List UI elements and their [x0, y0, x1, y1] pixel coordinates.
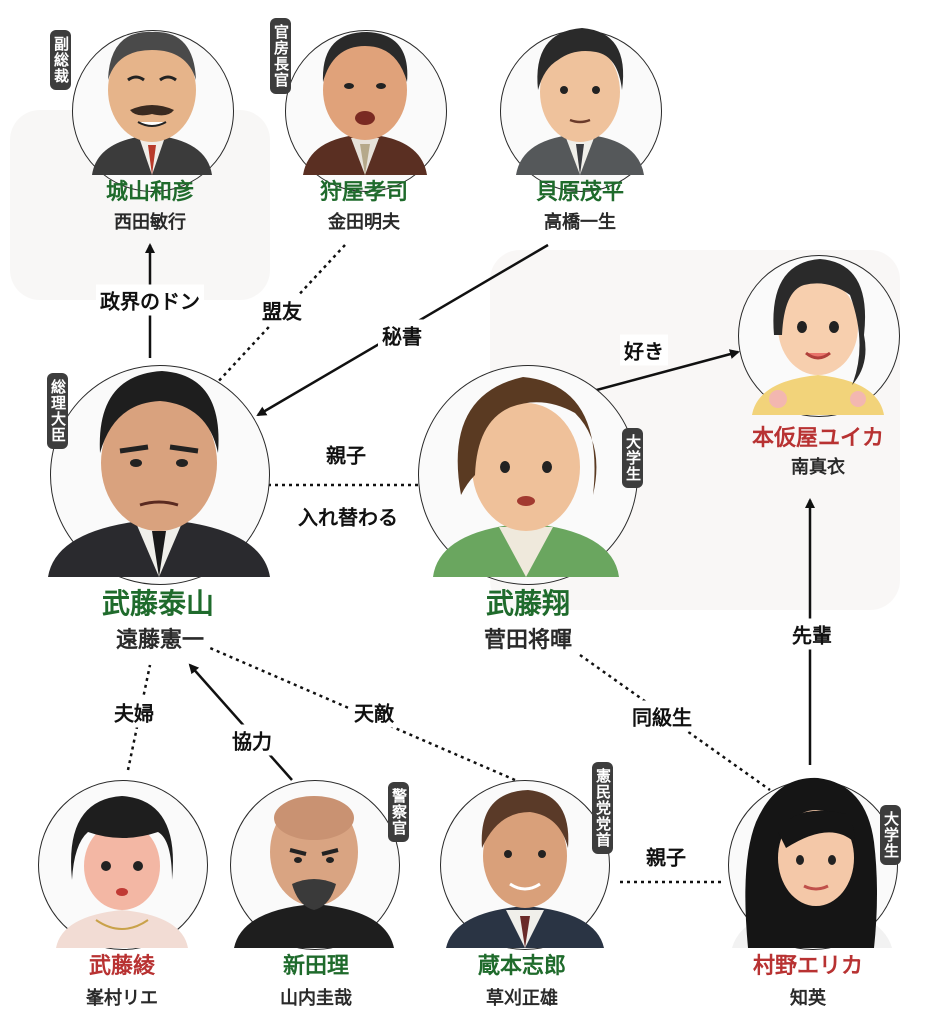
portrait-murano [732, 777, 892, 948]
actor-hongariya: 南真衣 [791, 457, 845, 478]
name-taizan: 武藤泰山 [101, 587, 215, 620]
name-kariya: 狩屋孝司 [319, 180, 409, 205]
relation-label-suki: 好き [620, 334, 668, 366]
actor-kaibara: 高橋一生 [544, 212, 616, 233]
name-hongariya: 本仮屋ユイカ [751, 426, 885, 451]
portrait-kaibara [516, 28, 644, 175]
actor-aya: 峯村リエ [86, 988, 158, 1009]
name-kuramoto: 蔵本志郎 [477, 954, 567, 979]
badge-sho: 大学生 [622, 428, 643, 488]
relation-label-hisho: 秘書 [378, 319, 426, 351]
badge-kariya: 官房長官 [270, 18, 291, 94]
relation-label-dokyusei: 同級生 [628, 700, 696, 732]
relation-label-oyako2: 親子 [642, 840, 690, 872]
name-sho: 武藤翔 [485, 587, 571, 620]
portrait-kariya [303, 32, 427, 175]
name-arata: 新田理 [282, 954, 350, 979]
badge-murano: 大学生 [880, 805, 901, 865]
badge-shiroyama: 副総裁 [50, 30, 71, 90]
actor-shiroyama: 西田敏行 [114, 212, 186, 233]
relation-label-senpai: 先輩 [788, 618, 836, 650]
name-aya: 武藤綾 [88, 954, 156, 979]
portrait-hongariya [752, 259, 884, 415]
relation-label-tenteki: 天敵 [350, 696, 398, 728]
line-suki [577, 349, 740, 397]
badge-arata: 警察官 [388, 782, 409, 842]
portrait-aya [56, 796, 188, 948]
portrait-taizan [48, 371, 270, 577]
portrait-kuramoto [446, 790, 604, 948]
relation-label-irekawaru: 入れ替わる [294, 500, 402, 532]
actor-taizan: 遠藤憲一 [115, 628, 205, 653]
actor-murano: 知英 [790, 988, 826, 1009]
badge-taizan: 総理大臣 [47, 373, 68, 449]
portrait-shiroyama [92, 31, 212, 175]
actor-sho: 菅田将暉 [483, 628, 573, 653]
portrait-arata [234, 796, 394, 948]
actor-kariya: 金田明夫 [328, 212, 400, 233]
actor-kuramoto: 草刈正雄 [486, 988, 558, 1009]
name-kaibara: 貝原茂平 [535, 180, 625, 205]
relation-label-meiyu: 盟友 [258, 294, 306, 326]
line-kyoryoku [188, 663, 293, 781]
badge-kuramoto: 憲民党党首 [592, 762, 613, 854]
portrait-sho [433, 377, 619, 577]
name-shiroyama: 城山和彦 [105, 180, 195, 205]
relation-label-don: 政界のドン [96, 284, 204, 316]
relation-label-oyako1: 親子 [322, 438, 370, 470]
name-murano: 村野エリカ [752, 954, 864, 979]
actor-arata: 山内圭哉 [280, 988, 352, 1009]
relation-label-kyoryoku: 協力 [228, 724, 276, 756]
relation-label-fuufu: 夫婦 [110, 696, 158, 728]
